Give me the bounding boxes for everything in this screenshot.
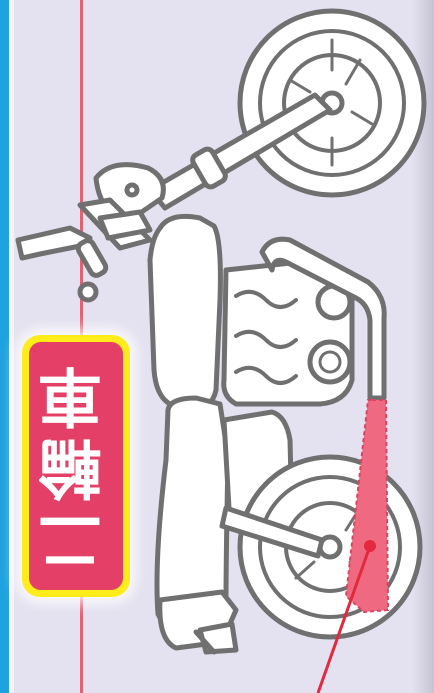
fuel-tank <box>150 216 220 410</box>
grip <box>76 238 108 277</box>
label-badge: 二輪車 <box>22 335 130 597</box>
badge-text: 二輪車 <box>44 358 108 574</box>
label-badge-inner: 二輪車 <box>29 342 123 590</box>
